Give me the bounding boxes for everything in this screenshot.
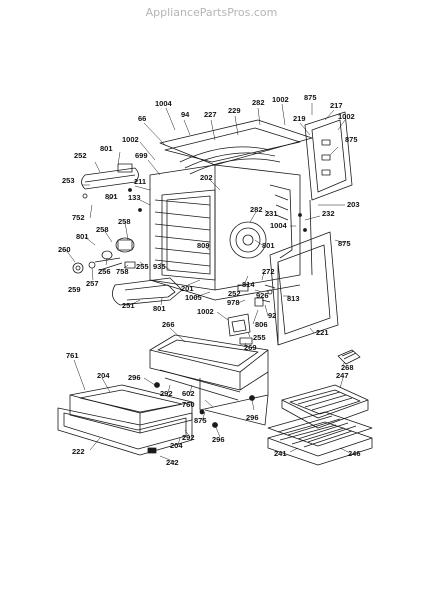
part-label[interactable]: 752 xyxy=(72,213,85,222)
part-label[interactable]: 246 xyxy=(348,449,361,458)
part-label[interactable]: 296 xyxy=(128,373,141,382)
part-label[interactable]: 1002 xyxy=(197,307,214,316)
part-label[interactable]: 1002 xyxy=(122,135,139,144)
watermark: AppliancePartsPros.com xyxy=(145,6,278,19)
part-label[interactable]: 241 xyxy=(274,449,287,458)
part-label[interactable]: 211 xyxy=(134,177,146,186)
part-label[interactable]: 255 xyxy=(253,333,266,342)
part-label[interactable]: 259 xyxy=(68,285,81,294)
part-label[interactable]: 282 xyxy=(252,98,265,107)
part-label[interactable]: 1004 xyxy=(155,99,173,108)
oven-racks xyxy=(267,411,373,466)
drawer-support-frame xyxy=(149,334,269,426)
part-label[interactable]: 806 xyxy=(255,320,268,329)
part-label[interactable]: 699 xyxy=(135,151,148,160)
part-label[interactable]: 266 xyxy=(162,320,175,329)
part-label[interactable]: 1005 xyxy=(185,293,202,302)
part-label[interactable]: 222 xyxy=(72,447,85,456)
part-label[interactable]: 268 xyxy=(341,363,354,372)
part-label[interactable]: 875 xyxy=(338,239,351,248)
part-label[interactable]: 875 xyxy=(304,93,317,102)
part-label[interactable]: 202 xyxy=(200,173,213,182)
part-label[interactable]: 260 xyxy=(58,245,71,254)
part-label[interactable]: 231 xyxy=(265,209,278,218)
hinge-brackets xyxy=(227,313,253,345)
part-label[interactable]: 926 xyxy=(256,291,269,300)
part-label[interactable]: 1004 xyxy=(270,221,288,230)
broil-pan xyxy=(281,349,369,429)
part-label[interactable]: 292 xyxy=(182,433,195,442)
part-label[interactable]: 201 xyxy=(181,284,194,293)
fasteners[interactable] xyxy=(128,188,307,454)
part-label[interactable]: 221 xyxy=(316,328,329,337)
part-label[interactable]: 219 xyxy=(293,114,306,123)
part-label[interactable]: 204 xyxy=(97,371,110,380)
part-label[interactable]: 296 xyxy=(212,435,225,444)
part-label[interactable]: 814 xyxy=(242,280,255,289)
part-label[interactable]: 257 xyxy=(86,279,99,288)
part-label[interactable]: 978 xyxy=(227,298,240,307)
part-label[interactable]: 252 xyxy=(74,151,87,160)
burner-controls xyxy=(72,237,136,274)
part-label[interactable]: 760 xyxy=(182,400,195,409)
oven-cavity xyxy=(149,119,313,301)
part-label[interactable]: 251 xyxy=(122,301,135,310)
part-label[interactable]: 758 xyxy=(116,267,129,276)
part-label[interactable]: 801 xyxy=(105,192,118,201)
part-label[interactable]: 801 xyxy=(153,304,166,313)
part-labels: 1004 94 66 227 229 282 1002 875 217 1002… xyxy=(58,93,361,467)
part-label[interactable]: 809 xyxy=(197,241,210,250)
part-label[interactable]: 253 xyxy=(62,176,75,185)
part-label[interactable]: 269 xyxy=(244,343,257,352)
part-label[interactable]: 258 xyxy=(118,217,131,226)
part-label[interactable]: 801 xyxy=(100,144,113,153)
part-label[interactable]: 875 xyxy=(345,135,358,144)
oven-door-panel xyxy=(269,231,339,346)
part-label[interactable]: 255 xyxy=(136,262,149,271)
part-label[interactable]: 247 xyxy=(336,371,349,380)
part-label[interactable]: 875 xyxy=(194,416,207,425)
part-label[interactable]: 229 xyxy=(228,106,241,115)
part-label[interactable]: 66 xyxy=(138,114,146,123)
part-label[interactable]: 204 xyxy=(170,441,183,450)
part-label[interactable]: 133 xyxy=(128,193,141,202)
part-label[interactable]: 258 xyxy=(96,225,109,234)
storage-drawer xyxy=(57,384,193,456)
part-label[interactable]: 217 xyxy=(330,101,343,110)
part-label[interactable]: 272 xyxy=(262,267,275,276)
part-label[interactable]: 227 xyxy=(204,110,217,119)
part-label[interactable]: 1002 xyxy=(272,95,289,104)
part-label[interactable]: 232 xyxy=(322,209,335,218)
part-label[interactable]: 92 xyxy=(268,311,276,320)
part-label[interactable]: 935 xyxy=(153,262,166,271)
cavity-brackets xyxy=(237,284,276,307)
part-label[interactable]: 242 xyxy=(166,458,179,467)
bake-element xyxy=(112,277,183,306)
part-label[interactable]: 602 xyxy=(182,389,195,398)
part-label[interactable]: 296 xyxy=(246,413,259,422)
part-label[interactable]: 1002 xyxy=(338,112,355,121)
part-label[interactable]: 292 xyxy=(160,389,173,398)
part-label[interactable]: 203 xyxy=(347,200,360,209)
part-label[interactable]: 94 xyxy=(181,110,190,119)
back-panel xyxy=(304,111,353,276)
broil-element xyxy=(81,163,139,199)
part-label[interactable]: 252 xyxy=(228,289,241,298)
part-label[interactable]: 256 xyxy=(98,267,111,276)
leader-lines xyxy=(65,103,349,463)
part-label[interactable]: 801 xyxy=(76,232,89,241)
part-label[interactable]: 813 xyxy=(287,294,300,303)
part-label[interactable]: 282 xyxy=(250,205,263,214)
part-label[interactable]: 801 xyxy=(262,241,275,250)
part-label[interactable]: 761 xyxy=(66,351,79,360)
